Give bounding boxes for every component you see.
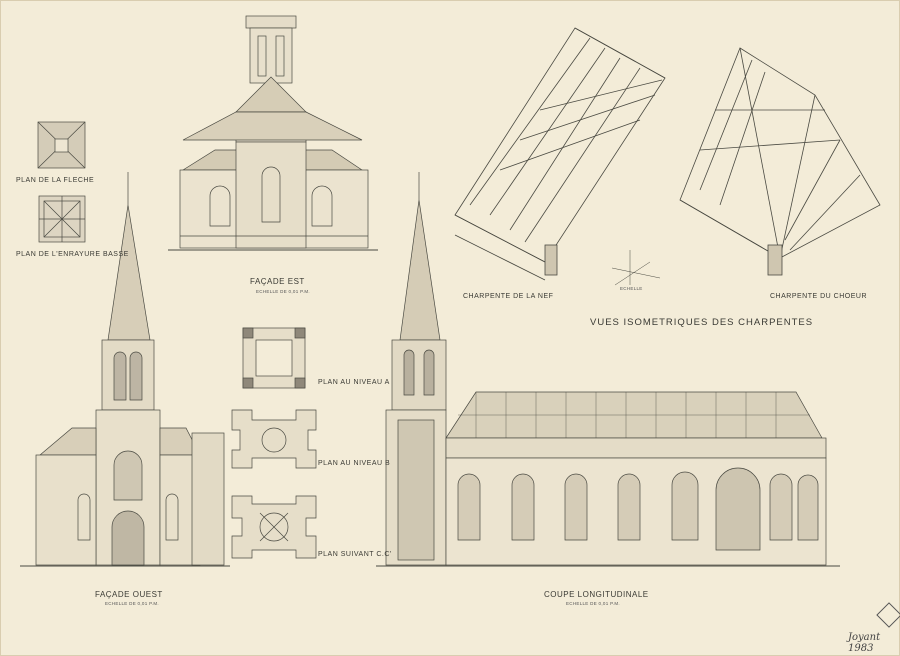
label-plan-fleche: PLAN DE LA FLECHE	[16, 177, 95, 184]
plan-enrayure-drawing	[38, 195, 86, 243]
plan-niveau-b-drawing	[231, 409, 317, 469]
label-plan-enrayure: PLAN DE L'ENRAYURE BASSE	[16, 251, 129, 258]
charpente-choeur-drawing	[679, 47, 881, 276]
label-facade-ouest-scale: ECHELLE DE 0,01 P.M.	[105, 601, 159, 606]
label-charpente-choeur: CHARPENTE DU CHOEUR	[770, 293, 868, 300]
label-coupe-scale: ECHELLE DE 0,01 P.M.	[566, 601, 620, 606]
plan-suivant-drawing	[231, 495, 317, 559]
echelle-axes	[611, 250, 661, 286]
plan-fleche-drawing	[37, 121, 86, 169]
label-facade-est: FAÇADE EST	[250, 277, 305, 286]
label-charpente-nef: CHARPENTE DE LA NEF	[463, 293, 554, 300]
coupe-longitudinale-drawing	[376, 172, 840, 567]
label-coupe: COUPE LONGITUDINALE	[544, 590, 649, 599]
signature: Joyant 1983	[848, 632, 881, 654]
label-plan-niveau-b: PLAN AU NIVEAU B	[318, 460, 391, 467]
charpente-nef-drawing	[454, 27, 666, 281]
plan-niveau-a-drawing	[242, 327, 306, 389]
label-plan-niveau-a: PLAN AU NIVEAU A	[318, 379, 390, 386]
label-facade-est-scale: ECHELLE DE 0,01 P.M.	[256, 289, 310, 294]
label-echelle: ECHELLE	[620, 286, 643, 291]
facade-est-drawing	[168, 15, 378, 251]
label-facade-ouest: FAÇADE OUEST	[95, 590, 163, 599]
label-vues-isometriques: VUES ISOMETRIQUES DES CHARPENTES	[590, 317, 814, 328]
facade-ouest-drawing	[20, 172, 230, 567]
label-plan-suivant: PLAN SUIVANT C.C'	[318, 551, 392, 558]
